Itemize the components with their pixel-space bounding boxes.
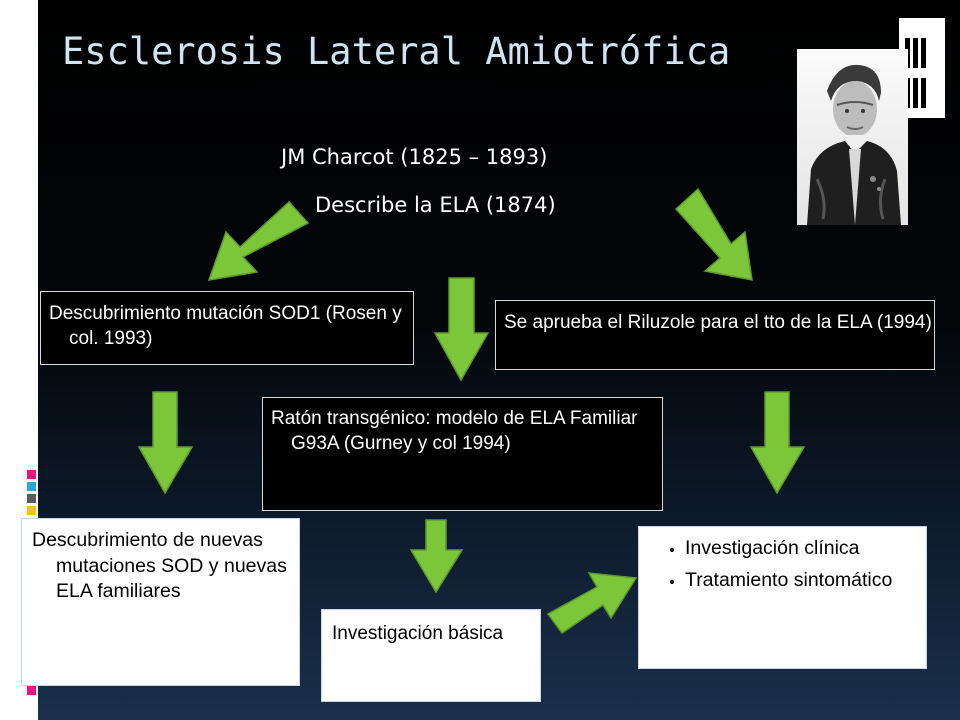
new-mutations-text: Descubrimiento de nuevas mutaciones SOD …	[32, 529, 287, 602]
clinical-list-item: Investigación clínica	[685, 536, 926, 562]
sod1-discovery-box: Descubrimiento mutación SOD1 (Rosen y co…	[40, 291, 414, 365]
subtitle-charcot: JM Charcot (1825 – 1893)	[281, 145, 548, 169]
accent-square	[27, 494, 36, 503]
clinical-list-item: Tratamiento sintomático	[685, 568, 926, 594]
new-mutations-box: Descubrimiento de nuevas mutaciones SOD …	[21, 518, 300, 686]
clinical-list: Investigación clínica Tratamiento sintom…	[639, 536, 926, 593]
arrow-down-right-icon	[674, 187, 753, 281]
slide-title: Esclerosis Lateral Amiotrófica	[62, 30, 731, 73]
subtitle-describe: Describe la ELA (1874)	[315, 193, 556, 217]
basic-research-box: Investigación básica	[321, 609, 541, 702]
arrow-up-right-icon	[546, 572, 638, 635]
accent-square	[27, 470, 36, 479]
accent-square	[27, 482, 36, 491]
basic-research-text: Investigación básica	[332, 623, 504, 644]
sod1-discovery-text: Descubrimiento mutación SOD1 (Rosen y co…	[49, 303, 402, 349]
accent-square	[27, 506, 36, 515]
charcot-portrait	[797, 49, 908, 225]
accent-square	[27, 686, 36, 695]
arrow-down-left-icon	[207, 200, 310, 281]
riluzole-box: Se aprueba el Riluzole para el tto de la…	[495, 300, 935, 370]
arrow-down-icon	[433, 277, 490, 382]
arrow-down-icon	[137, 391, 194, 495]
arrow-down-icon	[409, 519, 464, 594]
riluzole-text: Se aprueba el Riluzole para el tto de la…	[504, 312, 932, 333]
clinical-research-box: Investigación clínica Tratamiento sintom…	[638, 526, 927, 669]
arrow-down-icon	[749, 391, 806, 495]
transgenic-mouse-text: Ratón transgénico: modelo de ELA Familia…	[271, 408, 638, 454]
left-accent-bar	[0, 0, 38, 720]
transgenic-mouse-box: Ratón transgénico: modelo de ELA Familia…	[262, 397, 663, 511]
